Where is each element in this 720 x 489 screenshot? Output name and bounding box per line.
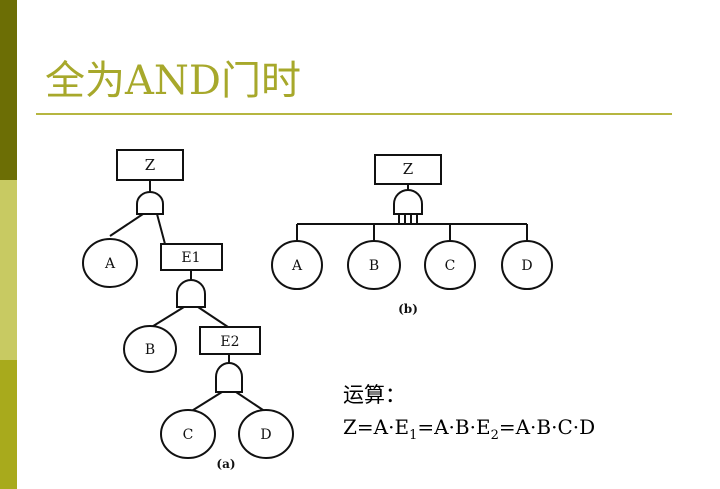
calculation-block: 运算： Z=A·E1=A·B·E2=A·B·C·D [343, 380, 595, 453]
tree-a-connector [156, 213, 166, 245]
tree-a-connector [235, 391, 267, 413]
tree-a-connector [197, 306, 229, 328]
tree-b-basic-event-label: A [291, 258, 303, 274]
tree-b-caption: (b) [398, 302, 418, 316]
tree-a-connector [109, 213, 144, 237]
tree-a-basic-event-circle [238, 409, 294, 459]
slide-title: 全为AND门时 [45, 58, 301, 104]
tree-b-basic-event-label: C [445, 258, 456, 274]
sidebar-decoration [0, 0, 17, 489]
fault-tree-b: Z A B C D (b) [271, 154, 553, 316]
sidebar-stripe-mid [0, 360, 17, 489]
fault-tree-a: Z A E1 B E2 C D (a) [82, 149, 294, 471]
tree-a-top-event-label: Z [145, 156, 155, 174]
calculation-label: 运算： [343, 383, 406, 407]
tree-a-basic-event-circle [160, 409, 216, 459]
tree-a-and-gate-3 [215, 362, 243, 393]
tree-a-connector [189, 391, 223, 413]
tree-a-caption: (a) [216, 457, 235, 471]
calculation-expression: Z=A·E1=A·B·E2=A·B·C·D [343, 410, 595, 453]
tree-b-basic-event-circle [347, 240, 401, 290]
tree-b-basic-event-circle [424, 240, 476, 290]
expression-subscript: 1 [409, 428, 418, 443]
tree-a-basic-event-circle [82, 238, 138, 288]
tree-a-intermediate-event-label: E1 [181, 250, 200, 266]
tree-a-basic-event-label: C [183, 427, 194, 443]
tree-a-intermediate-event-box [160, 243, 223, 271]
tree-a-basic-event-label: B [145, 342, 155, 358]
tree-a-intermediate-event-label: E2 [220, 334, 239, 350]
sidebar-stripe-dark [0, 0, 17, 180]
tree-b-top-event-label: Z [403, 160, 413, 178]
tree-a-basic-event-label: A [104, 256, 116, 272]
tree-b-basic-event-circle [501, 240, 553, 290]
tree-b-basic-event-label: B [369, 258, 379, 274]
expression-subscript: 2 [490, 428, 499, 443]
title-underline [36, 113, 672, 115]
expression-part: Z=A·E [343, 415, 410, 439]
tree-b-basic-event-circle [271, 240, 323, 290]
sidebar-stripe-light [0, 180, 17, 360]
tree-b-top-event-box [374, 154, 442, 185]
tree-b-basic-event-label: D [521, 258, 532, 274]
tree-a-intermediate-event-box [199, 326, 261, 355]
tree-a-and-gate-2 [176, 279, 206, 308]
tree-a-basic-event-circle [123, 325, 177, 373]
expression-part: =A·B·C·D [498, 415, 596, 439]
tree-a-basic-event-label: D [260, 427, 271, 443]
tree-a-and-gate-1 [136, 191, 164, 215]
tree-a-connector [149, 306, 185, 329]
tree-b-and-gate [393, 189, 423, 215]
expression-part: =A·B·E [417, 415, 491, 439]
